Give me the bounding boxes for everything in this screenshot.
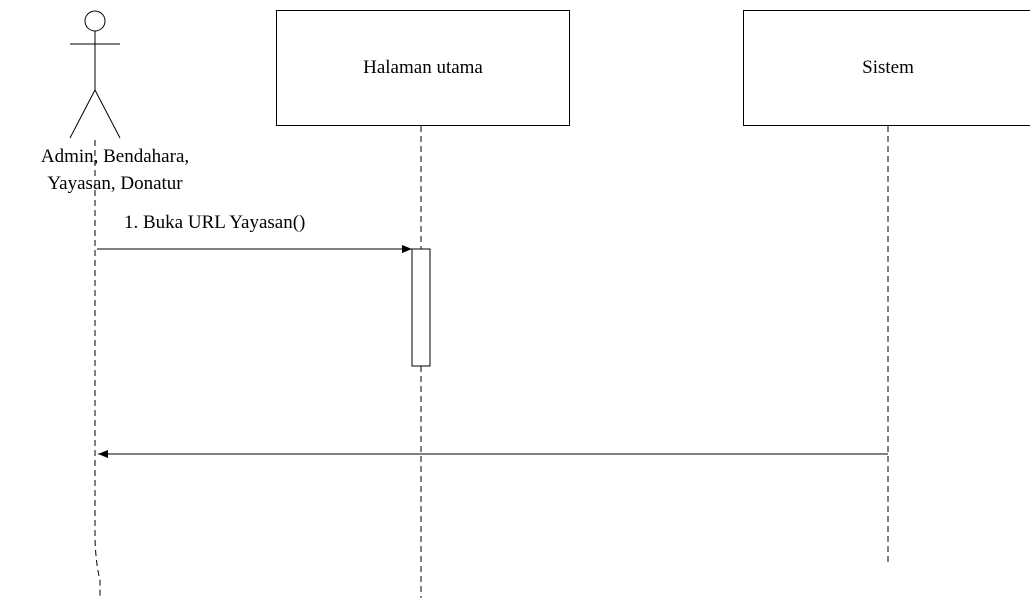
activation-bar (411, 248, 431, 367)
actor-label: Admin, Bendahara, Yayasan, Donatur (0, 143, 230, 197)
lifeline-box-halaman-utama: Halaman utama (276, 10, 570, 126)
lifeline-label-halaman-utama: Halaman utama (363, 57, 483, 78)
lifeline-box-sistem: Sistem (743, 10, 1030, 126)
actor-stick-figure-icon (69, 10, 121, 139)
actor-lifeline (94, 140, 101, 598)
lifeline-label-sistem: Sistem (862, 57, 914, 78)
actor-label-line-1: Admin, Bendahara, (40, 146, 190, 167)
message-1-label: 1. Buka URL Yayasan() (124, 212, 306, 233)
actor-label-line-2: Yayasan, Donatur (47, 173, 183, 194)
